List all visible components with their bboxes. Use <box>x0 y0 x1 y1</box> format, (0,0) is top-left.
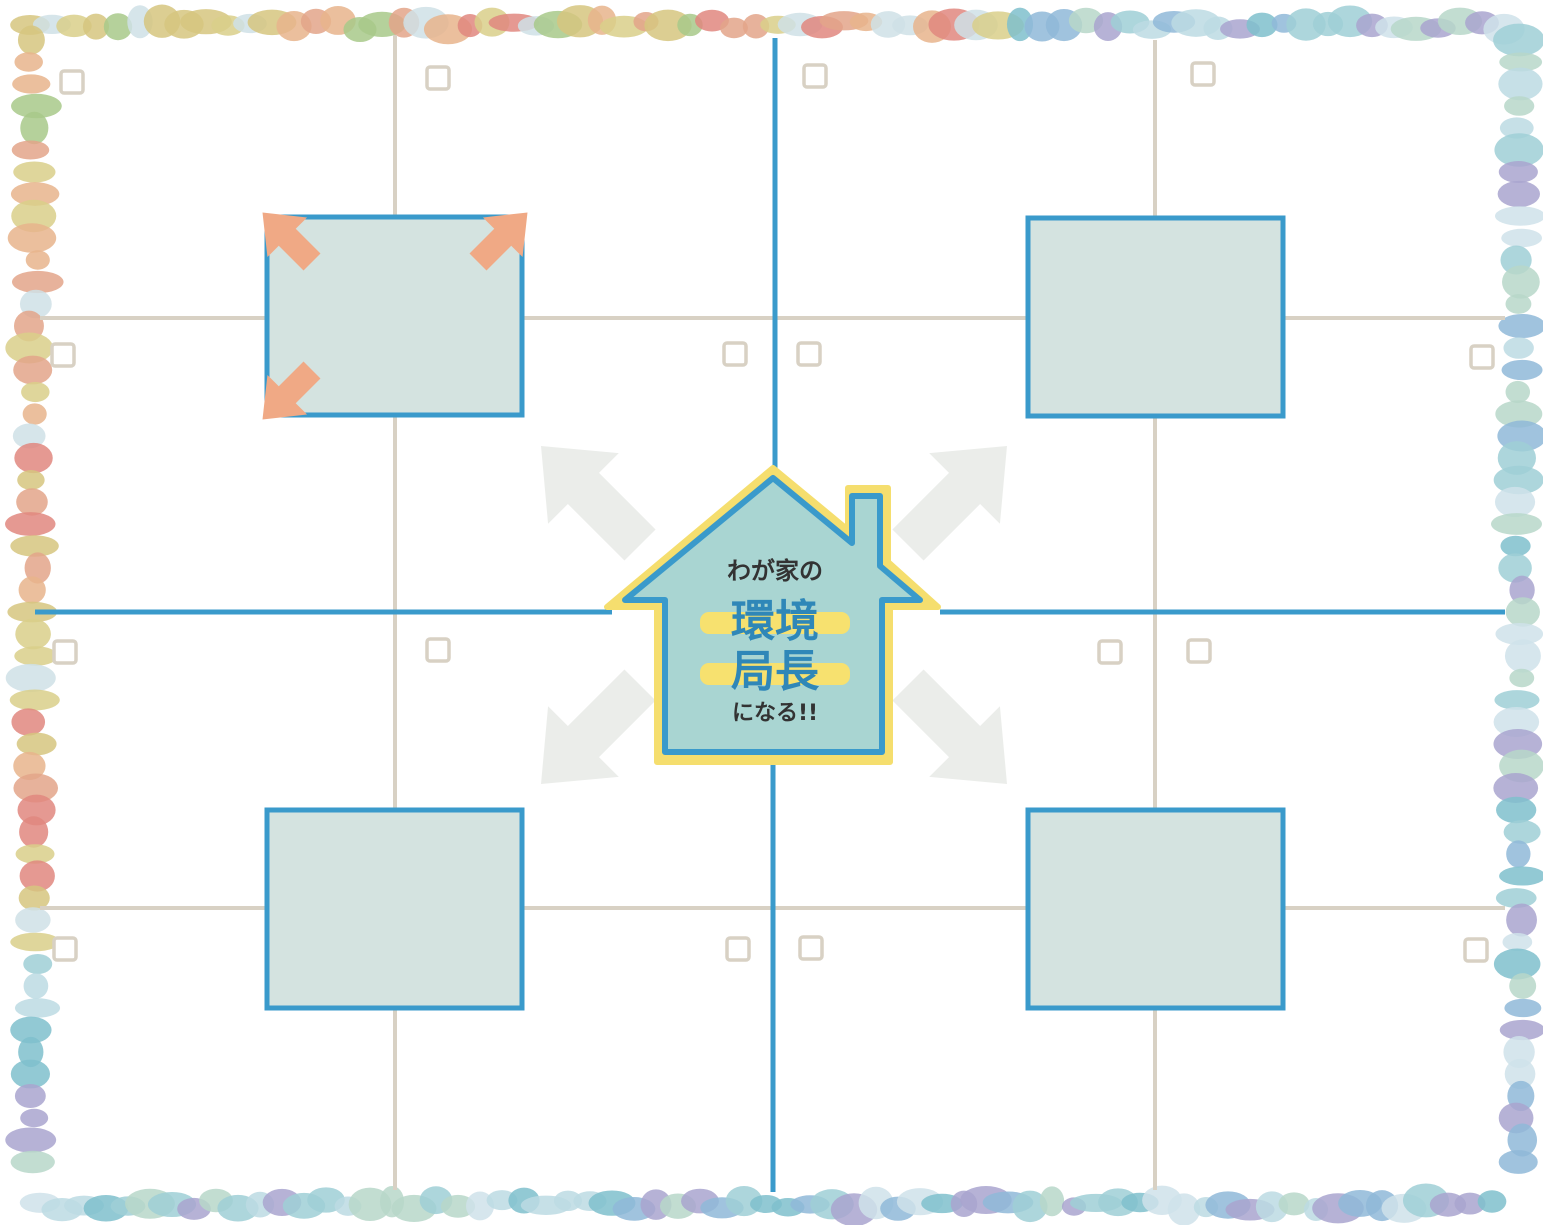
pebble-222 <box>1496 797 1536 824</box>
pebble-137 <box>12 74 50 93</box>
pebble-185 <box>5 1127 56 1152</box>
pebble-227 <box>1506 903 1537 936</box>
title-line4: になる!! <box>732 701 818 726</box>
checkbox-14[interactable] <box>727 938 749 960</box>
checkbox-7[interactable] <box>798 343 820 365</box>
pebble-163 <box>14 646 57 666</box>
checkbox-6[interactable] <box>724 343 746 365</box>
checkbox-11[interactable] <box>1099 641 1121 663</box>
arrow-up-right-icon <box>873 411 1043 581</box>
pebble-151 <box>21 382 49 402</box>
pebble-209 <box>1491 513 1542 535</box>
pebble-217 <box>1494 690 1539 710</box>
pebble-183 <box>15 1084 46 1108</box>
pebble-202 <box>1502 360 1543 380</box>
arrow-up-left-icon <box>506 411 676 581</box>
pebble-134 <box>1478 1190 1507 1212</box>
checkbox-9[interactable] <box>54 641 76 663</box>
pebble-140 <box>12 140 50 159</box>
pebble-155 <box>17 470 44 490</box>
title-line1: わが家の <box>727 557 823 585</box>
checkbox-5[interactable] <box>52 344 74 366</box>
arrow-down-right-icon <box>873 650 1043 820</box>
pebble-213 <box>1506 597 1540 627</box>
title-line3: 局長 <box>731 646 820 697</box>
pebble-184 <box>20 1109 48 1127</box>
pebble-190 <box>1504 96 1534 116</box>
pebble-225 <box>1499 866 1543 885</box>
pebble-179 <box>15 998 60 1018</box>
pebble-154 <box>14 443 52 473</box>
pebble-162 <box>15 619 51 650</box>
pebble-200 <box>1498 314 1543 338</box>
pebble-139 <box>20 112 48 145</box>
pebble-171 <box>19 816 48 847</box>
pebble-198 <box>1502 265 1540 298</box>
pebble-165 <box>10 690 60 711</box>
pebble-203 <box>1506 381 1531 403</box>
pebble-208 <box>1495 487 1535 517</box>
pebble-166 <box>11 708 45 735</box>
checkbox-13[interactable] <box>54 938 76 960</box>
pebble-187 <box>1493 24 1543 57</box>
pebble-145 <box>26 250 50 270</box>
checkbox-16[interactable] <box>1465 939 1487 961</box>
checkbox-2[interactable] <box>427 67 449 89</box>
checkbox-4[interactable] <box>1192 63 1214 85</box>
checkbox-8[interactable] <box>1471 346 1493 368</box>
pebble-164 <box>6 664 56 692</box>
pebble-199 <box>1505 294 1531 314</box>
title-line2: 環境 <box>731 596 819 647</box>
pebble-144 <box>8 223 56 253</box>
pebble-136 <box>14 52 43 72</box>
pebble-157 <box>5 512 55 536</box>
pebble-141 <box>13 161 55 182</box>
pebble-215 <box>1505 639 1541 672</box>
pebble-178 <box>24 973 49 999</box>
pebble-156 <box>16 488 48 515</box>
pebble-175 <box>15 907 50 933</box>
pebble-228 <box>1502 933 1532 951</box>
checkbox-15[interactable] <box>800 937 822 959</box>
pebble-194 <box>1498 181 1540 207</box>
house-icon: わが家の 環境 局長 になる!! <box>607 468 938 762</box>
pebble-238 <box>1499 1150 1538 1174</box>
pebble-152 <box>23 403 47 424</box>
pebble-167 <box>17 733 57 756</box>
pebble-224 <box>1506 840 1530 867</box>
pebble-150 <box>13 356 52 385</box>
pebble-210 <box>1500 536 1530 556</box>
pebble-146 <box>12 271 64 293</box>
checkbox-3[interactable] <box>804 65 826 87</box>
checkbox-12[interactable] <box>1188 640 1210 662</box>
pebble-231 <box>1504 999 1541 1017</box>
pebble-160 <box>19 576 46 603</box>
pebble-189 <box>1498 68 1542 101</box>
pebble-216 <box>1509 669 1534 687</box>
checkbox-10[interactable] <box>427 639 449 661</box>
pebble-193 <box>1499 161 1538 183</box>
pebble-230 <box>1509 973 1536 999</box>
checkbox-1[interactable] <box>61 71 83 93</box>
pebble-196 <box>1501 229 1542 247</box>
pebble-195 <box>1495 206 1543 225</box>
box-bottom-right[interactable] <box>1028 810 1283 1008</box>
pebble-223 <box>1504 820 1541 844</box>
pebble-186 <box>11 1151 55 1173</box>
pebble-135 <box>18 26 45 55</box>
pebble-177 <box>23 954 52 974</box>
box-bottom-left[interactable] <box>267 810 522 1008</box>
box-top-right[interactable] <box>1028 218 1283 416</box>
pebble-201 <box>1503 337 1533 359</box>
arrow-down-left-icon <box>506 650 676 820</box>
pebble-114 <box>1040 1186 1064 1216</box>
